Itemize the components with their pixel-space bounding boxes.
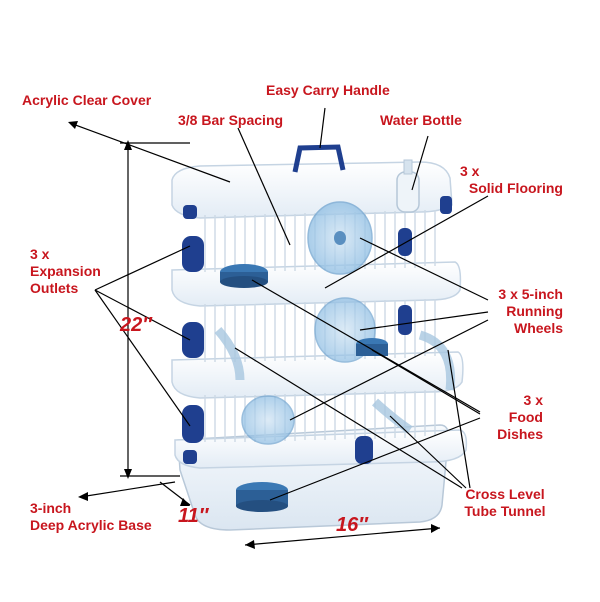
running-wheels [241, 201, 376, 445]
tube-connectors [355, 196, 452, 464]
label-food-count: 3 x [523, 392, 543, 408]
label-cross-level-tunnel: Cross Level Tube Tunnel [455, 486, 555, 520]
carry-handle [292, 144, 346, 173]
arrowheads [68, 121, 440, 549]
tube-tunnels [214, 327, 456, 434]
label-food-dishes: 3 x Food Dishes [470, 392, 543, 443]
label-base-depth: 3-inch [30, 500, 72, 516]
label-solid-flooring-count: 3 x [460, 163, 480, 179]
label-wheels-text: Wheels [513, 320, 563, 336]
dimension-height: 22″ [120, 314, 152, 336]
dimension-width: 16″ [336, 514, 368, 536]
label-carry-handle: Easy Carry Handle [266, 82, 390, 98]
label-outlets-text: Outlets [30, 280, 79, 296]
label-tunnel-line2: Tube Tunnel [464, 503, 546, 519]
label-acrylic-base: 3-inch Deep Acrylic Base [30, 500, 152, 534]
label-solid-flooring: 3 x Solid Flooring [460, 163, 563, 197]
label-expansion-outlets: 3 x Expansion Outlets [30, 246, 101, 297]
label-expansion-text: Expansion [30, 263, 101, 279]
dimension-depth: 11″ [178, 505, 209, 527]
label-base-text: Deep Acrylic Base [30, 517, 152, 533]
label-water-bottle: Water Bottle [380, 112, 462, 128]
water-bottle [396, 159, 420, 213]
label-tunnel-line1: Cross Level [465, 486, 545, 502]
label-acrylic-cover: Acrylic Clear Cover [22, 92, 152, 108]
leader-lines [69, 107, 489, 546]
label-running-wheels: 3 x 5-inch Running Wheels [470, 286, 563, 337]
label-wheels-count: 3 x 5-inch [498, 286, 563, 302]
label-dishes-text: Dishes [497, 426, 543, 442]
label-expansion-count: 3 x [30, 246, 50, 262]
expansion-outlets [182, 205, 204, 464]
label-bar-spacing: 3/8 Bar Spacing [178, 112, 284, 128]
label-wheels-running: Running [506, 303, 563, 319]
label-solid-flooring-text: Solid Flooring [468, 180, 563, 196]
label-food-text: Food [508, 409, 543, 425]
